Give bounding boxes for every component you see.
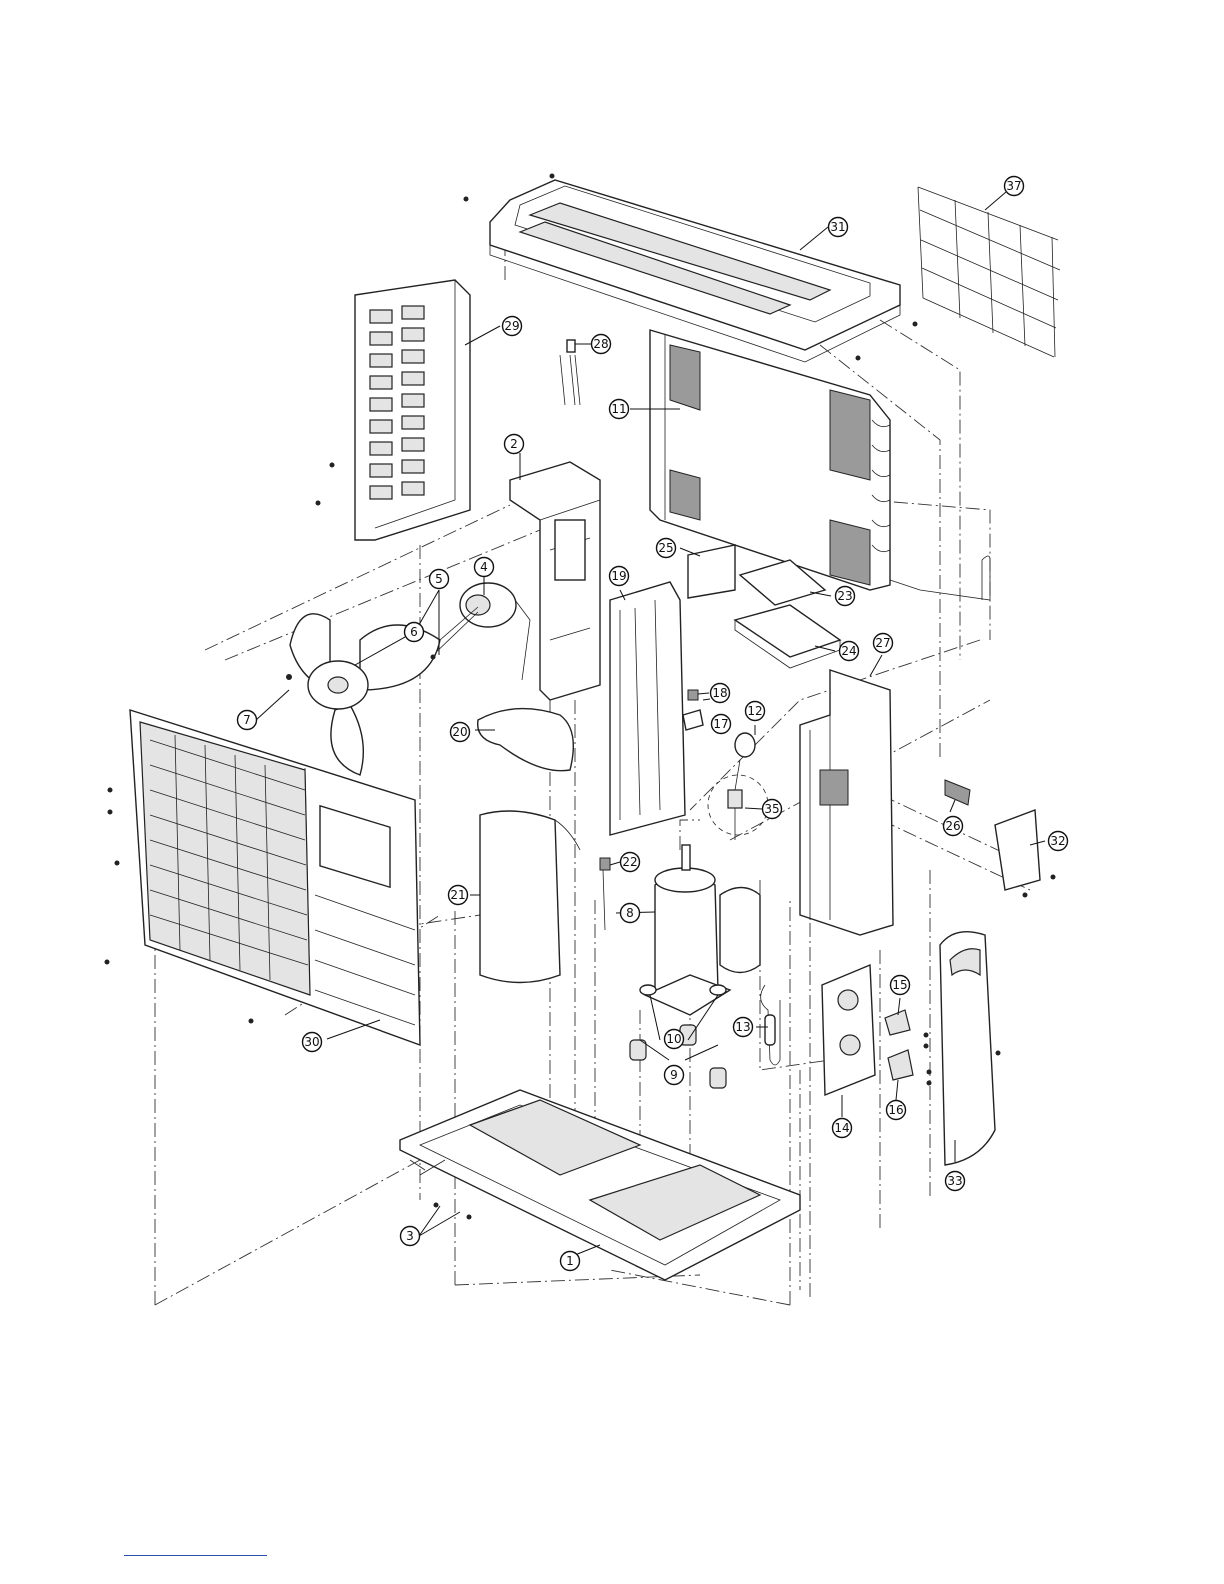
callout-5: 5 xyxy=(430,570,449,589)
svg-text:28: 28 xyxy=(593,337,608,351)
svg-text:32: 32 xyxy=(1050,834,1065,848)
svg-text:5: 5 xyxy=(435,572,443,586)
callout-9: 9 xyxy=(665,1066,684,1085)
partition-plate xyxy=(610,582,685,835)
strainer-pipe xyxy=(761,985,780,1065)
callout-28: 28 xyxy=(592,335,611,354)
svg-text:31: 31 xyxy=(830,220,845,234)
svg-text:26: 26 xyxy=(945,819,960,833)
motor-mount xyxy=(510,462,600,700)
thermistor xyxy=(600,858,610,930)
valve-plate xyxy=(822,965,875,1095)
side-panel xyxy=(355,280,470,540)
callout-14: 14 xyxy=(833,1119,852,1138)
right-side-frame xyxy=(800,670,893,935)
svg-text:11: 11 xyxy=(611,402,626,416)
callout-24: 24 xyxy=(840,642,859,661)
svg-text:16: 16 xyxy=(888,1103,903,1117)
side-cover xyxy=(940,932,995,1165)
callout-17: 17 xyxy=(712,715,731,734)
svg-text:33: 33 xyxy=(947,1174,962,1188)
sensor-bracket xyxy=(560,340,580,405)
fan-motor xyxy=(430,583,530,680)
callout-19: 19 xyxy=(610,567,629,586)
svg-text:9: 9 xyxy=(670,1068,678,1082)
callout-2: 2 xyxy=(505,435,524,454)
callout-33: 33 xyxy=(946,1172,965,1191)
svg-text:35: 35 xyxy=(764,802,779,816)
svg-text:30: 30 xyxy=(304,1035,319,1049)
callout-13: 13 xyxy=(734,1018,753,1037)
callout-31: 31 xyxy=(829,218,848,237)
svg-text:3: 3 xyxy=(406,1229,414,1243)
screws xyxy=(105,174,1056,1220)
service-valves xyxy=(885,1010,913,1080)
callout-35: 35 xyxy=(763,800,782,819)
callout-4: 4 xyxy=(475,558,494,577)
front-panel xyxy=(130,710,420,1045)
svg-text:24: 24 xyxy=(841,644,856,658)
callout-7: 7 xyxy=(238,711,257,730)
callout-18: 18 xyxy=(711,684,730,703)
svg-text:25: 25 xyxy=(658,541,673,555)
callout-25: 25 xyxy=(657,539,676,558)
callout-23: 23 xyxy=(836,587,855,606)
callout-22: 22 xyxy=(621,853,640,872)
callout-30: 30 xyxy=(303,1033,322,1052)
svg-text:29: 29 xyxy=(504,319,519,333)
callout-6: 6 xyxy=(405,623,424,642)
svg-text:8: 8 xyxy=(626,906,634,920)
svg-text:12: 12 xyxy=(747,704,762,718)
callout-8: 8 xyxy=(621,904,640,923)
svg-text:10: 10 xyxy=(666,1032,681,1046)
callout-21: 21 xyxy=(449,886,468,905)
svg-text:4: 4 xyxy=(480,560,488,574)
callout-29: 29 xyxy=(503,317,522,336)
terminal-block xyxy=(945,780,970,805)
svg-text:27: 27 xyxy=(875,636,890,650)
svg-text:22: 22 xyxy=(622,855,637,869)
callout-3: 3 xyxy=(401,1227,420,1246)
svg-text:19: 19 xyxy=(611,569,626,583)
valve-clip xyxy=(683,690,703,730)
callout-16: 16 xyxy=(887,1101,906,1120)
svg-text:7: 7 xyxy=(243,713,251,727)
callout-27: 27 xyxy=(874,634,893,653)
footer-rule xyxy=(124,1555,267,1556)
svg-text:37: 37 xyxy=(1006,179,1021,193)
callout-12: 12 xyxy=(746,702,765,721)
svg-text:21: 21 xyxy=(450,888,465,902)
svg-text:6: 6 xyxy=(410,625,418,639)
terminal-cover xyxy=(995,810,1040,890)
callout-20: 20 xyxy=(451,723,470,742)
svg-text:13: 13 xyxy=(735,1020,750,1034)
svg-text:23: 23 xyxy=(837,589,852,603)
mesh-guard xyxy=(918,187,1060,357)
callout-26: 26 xyxy=(944,817,963,836)
svg-text:15: 15 xyxy=(892,978,907,992)
callout-37: 37 xyxy=(1005,177,1024,196)
top-cover xyxy=(490,180,900,362)
svg-text:1: 1 xyxy=(566,1254,574,1268)
callout-1: 1 xyxy=(561,1252,580,1271)
callout-32: 32 xyxy=(1049,832,1068,851)
svg-text:2: 2 xyxy=(510,437,518,451)
callout-11: 11 xyxy=(610,400,629,419)
svg-text:14: 14 xyxy=(834,1121,849,1135)
svg-text:20: 20 xyxy=(452,725,467,739)
compressor xyxy=(645,845,760,1015)
base-pan xyxy=(400,1090,800,1280)
callout-10: 10 xyxy=(665,1030,684,1049)
svg-text:17: 17 xyxy=(713,717,728,731)
compressor-insulation xyxy=(478,709,580,983)
svg-text:18: 18 xyxy=(712,686,727,700)
callout-15: 15 xyxy=(891,976,910,995)
